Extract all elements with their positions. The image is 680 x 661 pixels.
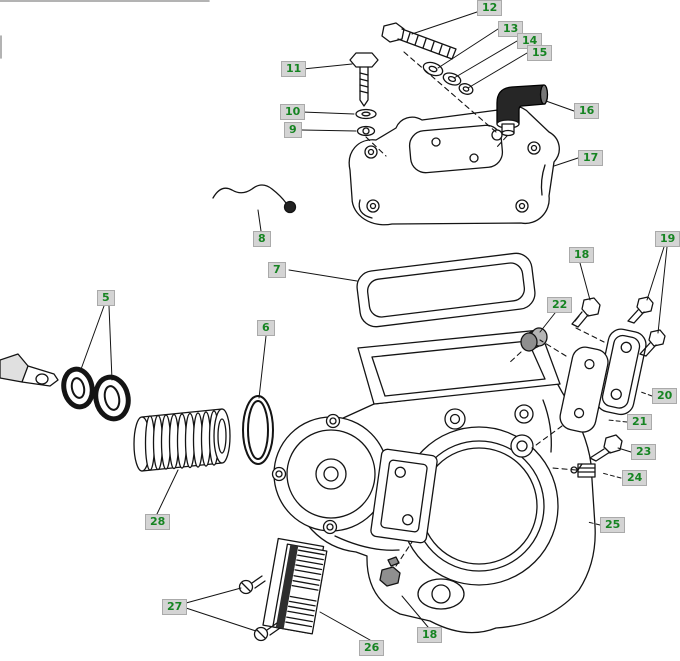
part-gasket-21 <box>559 346 609 433</box>
part-washer-9 <box>356 125 376 137</box>
part-bolt-12 <box>381 22 457 60</box>
part-bolt-18-top <box>571 297 601 328</box>
callout-24[interactable]: 24 <box>622 470 648 486</box>
part-washers-13-14-15 <box>422 61 474 95</box>
callout-18-top[interactable]: 18 <box>569 247 595 263</box>
part-coupling-28 <box>133 408 231 472</box>
callout-17[interactable]: 17 <box>578 150 604 166</box>
callout-10[interactable]: 10 <box>280 104 306 120</box>
part-cover-17 <box>348 105 560 226</box>
part-clip-24 <box>570 463 596 478</box>
leader-lines <box>79 11 668 641</box>
part-valve-18-bottom <box>379 556 401 587</box>
part-washer-10 <box>355 108 377 120</box>
crop-artifact <box>0 0 210 59</box>
callout-23[interactable]: 23 <box>631 444 657 460</box>
part-screws-19 <box>627 296 666 357</box>
callout-19[interactable]: 19 <box>655 231 680 247</box>
part-plate-26 <box>262 537 328 635</box>
callout-11[interactable]: 11 <box>281 61 307 77</box>
assembly-dash-lines <box>365 51 605 567</box>
part-seal-5a <box>61 366 95 410</box>
part-elbow-16 <box>496 84 549 137</box>
part-gasket-7 <box>356 252 536 328</box>
callout-16[interactable]: 16 <box>574 103 600 119</box>
part-wire-8 <box>212 184 297 214</box>
callout-25[interactable]: 25 <box>600 517 626 533</box>
callout-5[interactable]: 5 <box>97 290 115 306</box>
callout-21[interactable]: 21 <box>627 414 653 430</box>
callout-27[interactable]: 27 <box>162 599 188 615</box>
callout-15[interactable]: 15 <box>527 45 553 61</box>
part-bolt-11 <box>349 52 379 107</box>
callout-20[interactable]: 20 <box>652 388 678 404</box>
callout-26[interactable]: 26 <box>359 640 385 656</box>
part-shaft-yoke <box>0 353 59 387</box>
callout-6[interactable]: 6 <box>257 320 275 336</box>
part-screw-23 <box>589 434 623 462</box>
part-screws-27 <box>238 575 281 642</box>
callout-13[interactable]: 13 <box>498 21 524 37</box>
callout-12[interactable]: 12 <box>477 0 503 16</box>
callout-8[interactable]: 8 <box>253 231 271 247</box>
callout-28[interactable]: 28 <box>145 514 171 530</box>
callout-18-bottom[interactable]: 18 <box>417 627 443 643</box>
callout-22[interactable]: 22 <box>547 297 573 313</box>
part-oring-6 <box>242 395 274 465</box>
part-seal-5b <box>93 374 131 422</box>
part-body-25 <box>271 329 596 634</box>
callout-7[interactable]: 7 <box>268 262 286 278</box>
callout-9[interactable]: 9 <box>284 122 302 138</box>
